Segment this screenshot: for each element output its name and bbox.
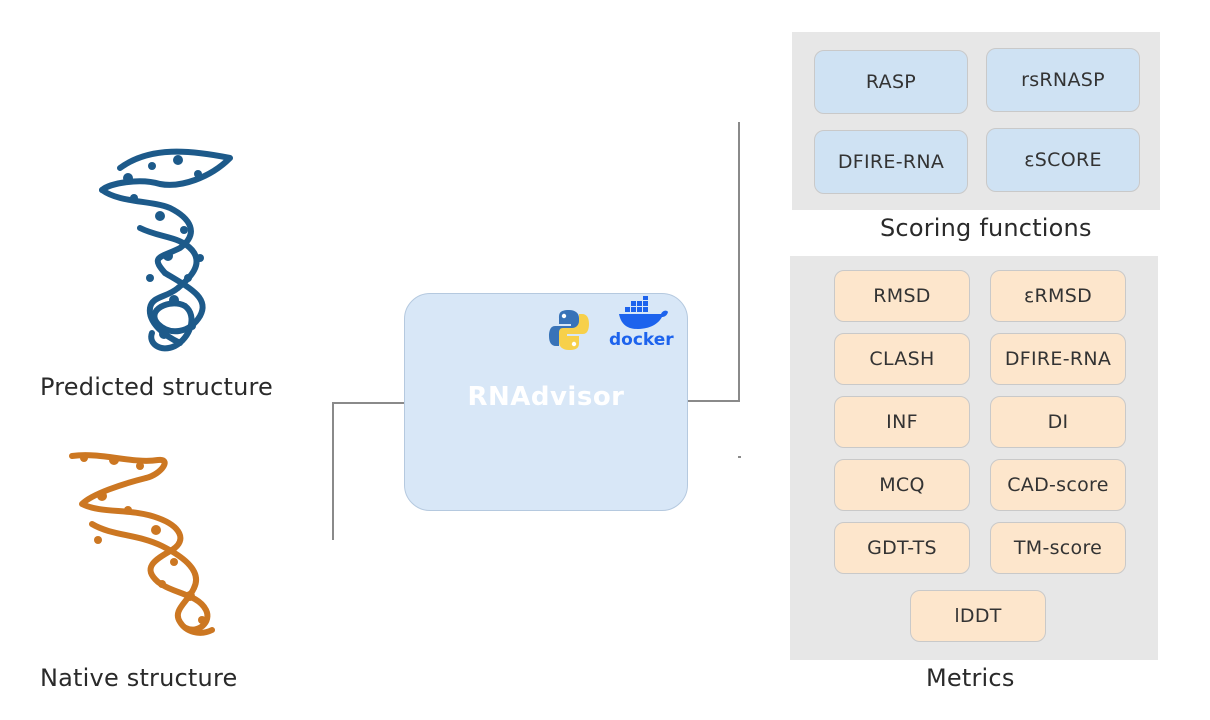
metric-chip-clash: CLASH <box>834 333 970 385</box>
rnadvisor-box: docker RNAdvisor <box>404 293 688 511</box>
predicted-structure-label: Predicted structure <box>40 373 274 401</box>
docker-logo-icon <box>619 296 668 329</box>
metrics-caption: Metrics <box>926 664 1015 692</box>
scoring-chip-rasp: RASP <box>814 50 968 114</box>
native-structure-label: Native structure <box>40 664 238 692</box>
metric-chip-lddt: lDDT <box>910 590 1046 642</box>
python-logo-icon <box>549 310 589 350</box>
scoring-chip-dfire-rna: DFIRE-RNA <box>814 130 968 194</box>
connector-native-vertical <box>332 402 334 540</box>
metric-chip-dfire-rna: DFIRE-RNA <box>990 333 1126 385</box>
rnadvisor-title: RNAdvisor <box>467 382 625 412</box>
predicted-structure-image <box>99 148 233 352</box>
connector-native-horizontal <box>332 402 404 404</box>
connector-to-scoring <box>738 122 740 402</box>
metric-chip-tm-score: TM-score <box>990 522 1126 574</box>
scoring-functions-caption: Scoring functions <box>880 214 1092 242</box>
metric-chip-rmsd: RMSD <box>834 270 970 322</box>
metric-chip-mcq: MCQ <box>834 459 970 511</box>
scoring-chip-rsrnasp: rsRNASP <box>986 48 1140 112</box>
connector-to-metrics <box>738 456 741 458</box>
metric-chip-di: DI <box>990 396 1126 448</box>
docker-wordmark: docker <box>609 330 674 350</box>
native-structure-image <box>69 452 215 636</box>
metric-chip-cad-score: CAD-score <box>990 459 1126 511</box>
metric-chip-gdt-ts: GDT-TS <box>834 522 970 574</box>
connector-hub-out <box>688 400 740 402</box>
metric-chip-ermsd: εRMSD <box>990 270 1126 322</box>
metric-chip-inf: INF <box>834 396 970 448</box>
scoring-chip-escore: εSCORE <box>986 128 1140 192</box>
